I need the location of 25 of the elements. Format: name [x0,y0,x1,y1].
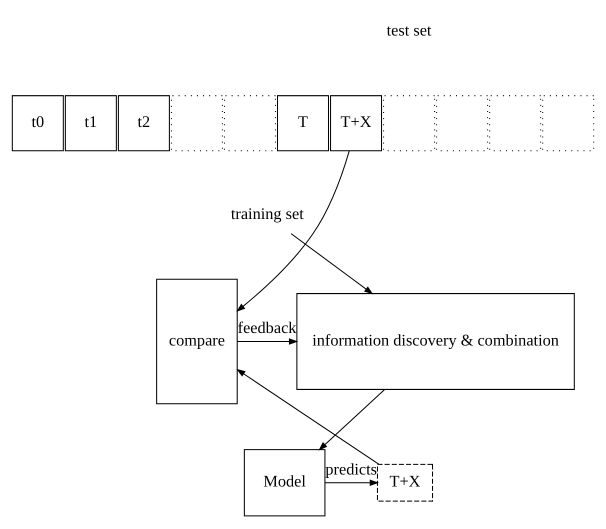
node-box: t2 [118,95,170,152]
node-box [542,95,594,152]
node-box: T+X [330,95,382,152]
node-box: T [277,95,329,152]
label: test set [386,20,432,40]
node-box: compare [156,278,238,404]
node-text: training set [230,204,304,223]
arrow [290,233,374,294]
node-box [383,95,436,152]
arrow [236,368,380,465]
node-box: t1 [64,95,117,152]
node-box: T+X [376,464,434,502]
arrow [318,389,385,451]
node-box [489,95,542,152]
edge-label: feedback [238,318,296,338]
node-box [436,95,488,152]
node-box: information discovery & combination [296,293,575,390]
node-box: t0 [12,95,64,152]
node-box [224,95,276,152]
arrow [236,150,350,312]
node-box: Model [244,449,326,516]
edge-label: predicts [325,459,377,478]
arrow [325,480,379,486]
arrow [237,338,298,345]
node-box [170,95,223,152]
